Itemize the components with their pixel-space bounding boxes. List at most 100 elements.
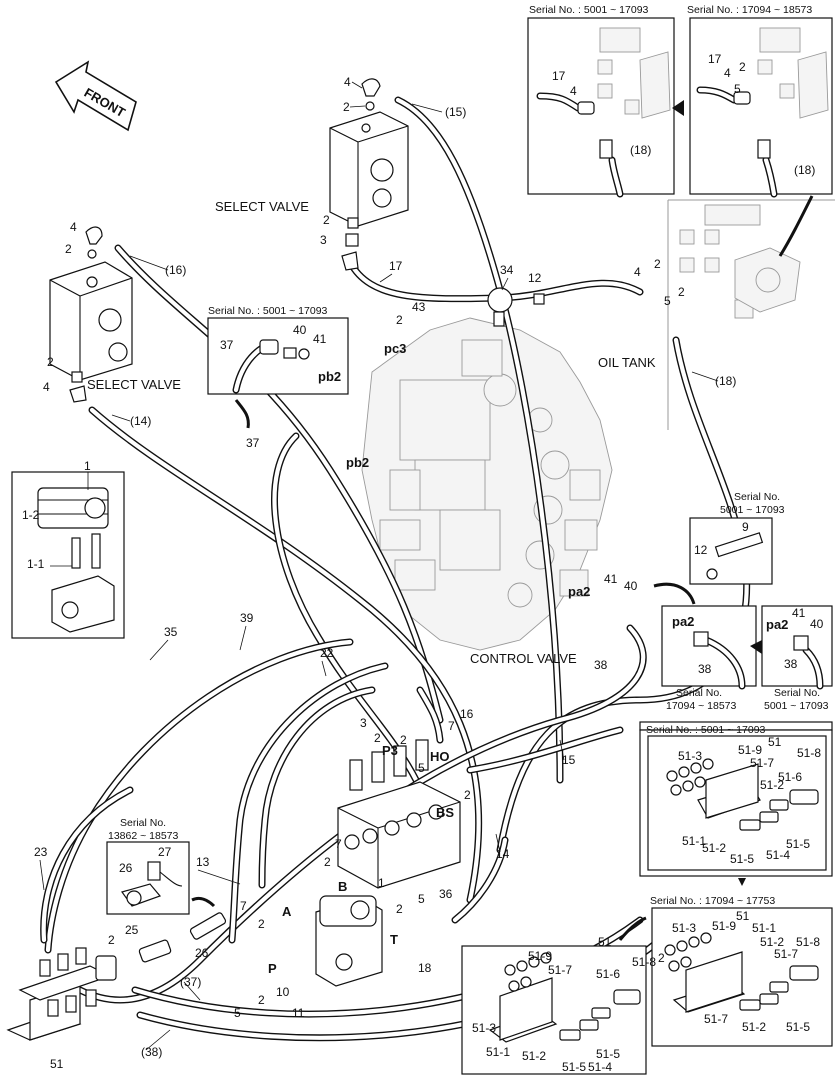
clamp-34 xyxy=(487,287,545,327)
callout-5: 5 xyxy=(418,761,425,775)
callout-2: 2 xyxy=(678,285,685,299)
callout-51-7: 51-7 xyxy=(750,756,774,770)
callout-17: 17 xyxy=(708,52,722,66)
callout-51-5: 51-5 xyxy=(596,1047,620,1061)
port-pb2: pb2 xyxy=(346,455,369,470)
callout-37: 37 xyxy=(220,338,234,352)
valve-bank xyxy=(337,739,461,889)
select-valve-left xyxy=(49,226,133,403)
callout-25: 25 xyxy=(125,923,139,937)
callout-3: 3 xyxy=(360,716,367,730)
callout-51-2: 51-2 xyxy=(760,778,784,792)
callout-1-2: 1-2 xyxy=(22,508,40,522)
callout-51-5: 51-5 xyxy=(786,837,810,851)
callout-51-8: 51-8 xyxy=(796,935,820,949)
callout-(16): (16) xyxy=(165,263,186,277)
pb2-inset xyxy=(207,317,349,429)
callout-14: 14 xyxy=(496,847,510,861)
serial-pa2-left-line1: Serial No. xyxy=(676,687,722,699)
callout-51-6: 51-6 xyxy=(596,967,620,981)
callout-2: 2 xyxy=(739,60,746,74)
pa2-inset-left xyxy=(653,582,762,690)
callout-51: 51 xyxy=(598,935,612,949)
callout-43: 43 xyxy=(412,300,426,314)
port-ho: HO xyxy=(430,749,450,764)
callout-2: 2 xyxy=(396,313,403,327)
port-pb2-inset: pb2 xyxy=(318,369,341,384)
callout-2: 2 xyxy=(65,242,72,256)
labels: SELECT VALVE SELECT VALVE OIL TANK CONTR… xyxy=(22,4,829,1074)
callout-51-3: 51-3 xyxy=(678,749,702,763)
callout-22: 22 xyxy=(320,646,334,660)
callout-51-9: 51-9 xyxy=(738,743,762,757)
block-inset-b xyxy=(651,907,833,1047)
block-inset-c xyxy=(461,916,647,1075)
callout-2: 2 xyxy=(374,731,381,745)
callout-39: 39 xyxy=(240,611,254,625)
callout-51-9: 51-9 xyxy=(528,949,552,963)
callout-15: 15 xyxy=(562,753,576,767)
callout-(14): (14) xyxy=(130,414,151,428)
port-p: P xyxy=(268,961,277,976)
callout-4: 4 xyxy=(634,265,641,279)
callout-38: 38 xyxy=(698,662,712,676)
callout-35: 35 xyxy=(164,625,178,639)
callout-2: 2 xyxy=(108,933,115,947)
callout-51-8: 51-8 xyxy=(797,746,821,760)
callout-41: 41 xyxy=(604,572,618,586)
callout-51-6: 51-6 xyxy=(778,770,802,784)
callout-40: 40 xyxy=(810,617,824,631)
callout-51-5: 51-5 xyxy=(562,1060,586,1074)
callout-2: 2 xyxy=(343,100,350,114)
callout-51-2: 51-2 xyxy=(742,1020,766,1034)
callout-2: 2 xyxy=(654,257,661,271)
tank-clamp-inset xyxy=(689,517,773,585)
callout-1: 1 xyxy=(84,459,91,473)
callout-3: 3 xyxy=(320,233,327,247)
callout-4: 4 xyxy=(724,66,731,80)
pa2-inset-right xyxy=(761,605,833,690)
callout-40: 40 xyxy=(293,323,307,337)
callout-7: 7 xyxy=(448,719,455,733)
callout-51-2: 51-2 xyxy=(760,935,784,949)
callout-51-7: 51-7 xyxy=(704,1012,728,1026)
callout-10: 10 xyxy=(276,985,290,999)
serial-inset-top-left xyxy=(527,17,684,198)
serial-top-left: Serial No. : 5001 ~ 17093 xyxy=(529,4,649,16)
serial-block-a: Serial No. : 5001 ~ 17093 xyxy=(646,724,766,736)
callout-51-1: 51-1 xyxy=(682,834,706,848)
callout-51-7: 51-7 xyxy=(774,947,798,961)
callout-51-2: 51-2 xyxy=(702,841,726,855)
port-pc3: pc3 xyxy=(384,341,406,356)
callout-34: 34 xyxy=(500,263,514,277)
callout-36: 36 xyxy=(439,887,453,901)
callout-(18): (18) xyxy=(715,374,736,388)
callout-5: 5 xyxy=(418,892,425,906)
callout-17: 17 xyxy=(389,259,403,273)
callout-51-2: 51-2 xyxy=(522,1049,546,1063)
front-arrow: FRONT xyxy=(54,60,137,132)
oil-tank-label: OIL TANK xyxy=(598,355,656,370)
callout-16: 16 xyxy=(460,707,474,721)
callout-2: 2 xyxy=(464,788,471,802)
port-bs: BS xyxy=(436,805,454,820)
callout-12: 12 xyxy=(694,543,708,557)
callout-51-4: 51-4 xyxy=(588,1060,612,1074)
solenoid-1 xyxy=(315,895,383,987)
serial-tank-line1: Serial No. xyxy=(734,491,780,503)
callout-2: 2 xyxy=(47,355,54,369)
serial-sensor-line1: Serial No. xyxy=(120,817,166,829)
callout-18: 18 xyxy=(418,961,432,975)
callout-5: 5 xyxy=(234,1006,241,1020)
callout-(18): (18) xyxy=(630,143,651,157)
callout-38: 38 xyxy=(594,658,608,672)
callout-4: 4 xyxy=(43,380,50,394)
callout-5: 5 xyxy=(664,294,671,308)
serial-pa2-right-line2: 5001 ~ 17093 xyxy=(764,700,829,712)
callout-23: 23 xyxy=(34,845,48,859)
callout-2: 2 xyxy=(258,993,265,1007)
serial-pa2-left-line2: 17094 ~ 18573 xyxy=(666,700,737,712)
callout-51-3: 51-3 xyxy=(672,921,696,935)
callout-5: 5 xyxy=(734,82,741,96)
callout-2: 2 xyxy=(323,213,330,227)
